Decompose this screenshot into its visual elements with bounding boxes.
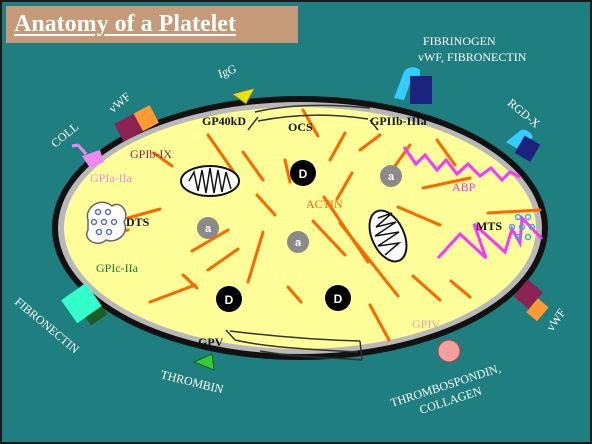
rgd-x-receptor [503, 124, 543, 162]
label-igg: IgG [216, 61, 239, 81]
dts-vesicles [87, 202, 126, 243]
gpv-thrombin-receptor [194, 354, 214, 370]
label-gpic-iia: GPIc-IIa [96, 261, 139, 275]
label-vwf-fibronectin: vWF, FIBRONECTIN [418, 50, 527, 64]
label-gp40kd: GP40kD [202, 114, 246, 128]
dense-granule-label: D [299, 167, 308, 181]
label-gpiib-iiia: GPIIb-IIIa [370, 114, 427, 128]
label-actin: ACTIN [306, 197, 343, 211]
label-gpib-ix: GPIb-IX [130, 147, 172, 161]
label-abp: ABP [452, 180, 476, 194]
dense-granule-label: D [334, 292, 343, 306]
label-fibrinogen: FIBRINOGEN [423, 34, 496, 48]
alpha-granule-label: a [205, 223, 212, 235]
gpiib-iiia-receptor [394, 67, 432, 104]
label-mts: MTS [476, 219, 502, 233]
label-rgd-x: RGD-X [505, 96, 543, 131]
label-ocs: OCS [288, 120, 313, 134]
label-gpia-iia: GPIa-IIa [90, 171, 133, 185]
label-gpiv: GPIV [412, 317, 440, 331]
label-thrombin: THROMBIN [159, 367, 225, 396]
mitochondrion-left [181, 166, 239, 196]
label-vwf-right: vWF [543, 306, 568, 334]
label-dts: DTS [126, 215, 150, 229]
alpha-granule-label: a [388, 171, 395, 183]
gpiv-receptor [438, 340, 460, 362]
dense-granule-label: D [225, 293, 234, 307]
alpha-granule-label: a [295, 237, 302, 249]
label-gpv: GPV [198, 335, 224, 349]
label-vwf-top: vWF [106, 89, 134, 115]
